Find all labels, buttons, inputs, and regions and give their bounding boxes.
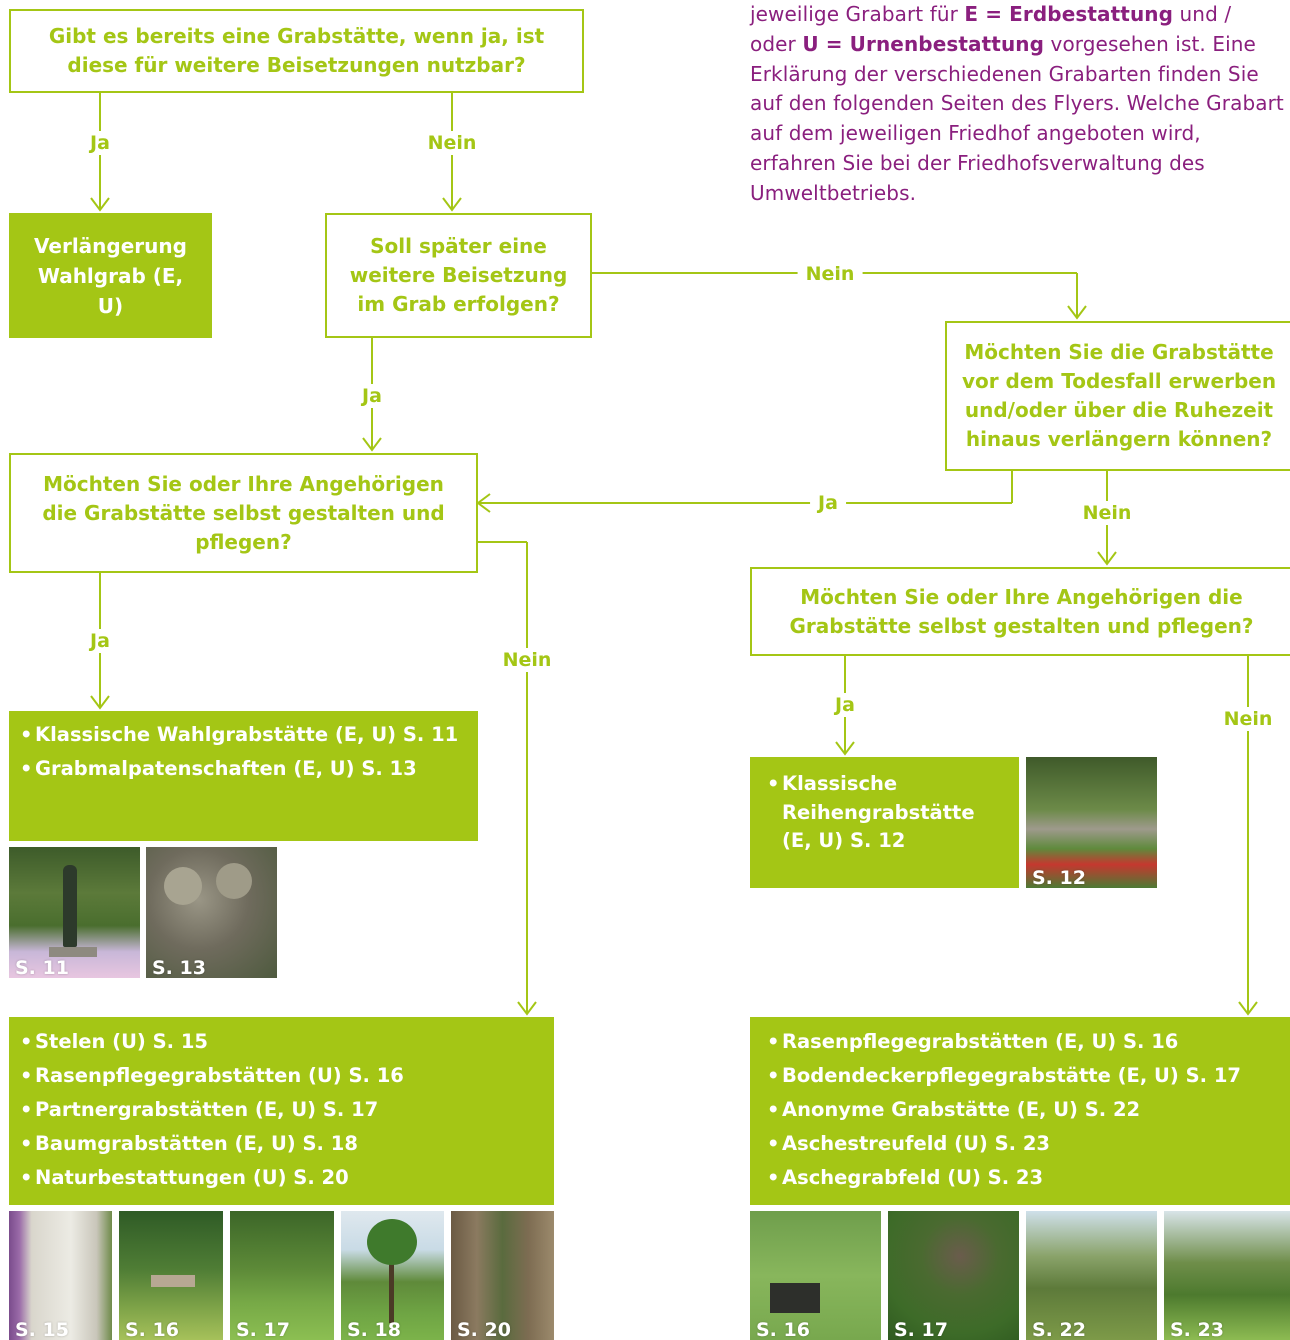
result-item: Aschegrabfeld (U) S. 23	[767, 1161, 1290, 1195]
photo-caption: S. 22	[1032, 1319, 1086, 1340]
label-ja-5: Ja	[827, 693, 863, 717]
result-item: Baumgrabstätten (E, U) S. 18	[20, 1127, 554, 1161]
label-ja-2: Ja	[354, 384, 390, 408]
photo-caption: S. 23	[1170, 1319, 1224, 1340]
result-reihengrab: Klassische Reihengrabstätte (E, U) S. 12	[750, 757, 1019, 888]
result-item: Klassische Reihengrabstätte (E, U) S. 12	[767, 770, 1002, 856]
question-acquire-before-death: Möchten Sie die Grabstätte vor dem Todes…	[945, 321, 1290, 471]
label-ja-1: Ja	[82, 131, 118, 155]
intro-rest: Erklärung der verschiedenen Grabarten fi…	[750, 61, 1284, 205]
question-maintain-right: Möchten Sie oder Ihre Angehörigen die Gr…	[750, 567, 1290, 656]
photo-row-right-3: S. 22	[1026, 1211, 1157, 1340]
label-ja-3: Ja	[810, 491, 846, 515]
photo-s13-caption: S. 13	[152, 957, 206, 978]
photo-s12-caption: S. 12	[1032, 867, 1086, 888]
photo-caption: S. 20	[457, 1319, 511, 1340]
photo-caption: S. 17	[894, 1319, 948, 1340]
question-maintain-left-text: Möchten Sie oder Ihre Angehörigen die Gr…	[42, 471, 445, 554]
intro-line2: oder	[750, 31, 803, 56]
label-nein-3: Nein	[1074, 501, 1140, 525]
photo-caption: S. 18	[347, 1319, 401, 1340]
result-item: Anonyme Grabstätte (E, U) S. 22	[767, 1093, 1290, 1127]
photo-caption: S. 17	[236, 1319, 290, 1340]
question-existing-grave: Gibt es bereits eine Grabstätte, wenn ja…	[9, 9, 584, 93]
photo-s11: S. 11	[9, 847, 140, 978]
intro-line2-end: vorgesehen ist. Eine	[1044, 31, 1256, 56]
intro-line1: jeweilige Grabart für	[750, 2, 965, 26]
intro-line1-end: und /	[1173, 2, 1232, 26]
photo-s11-caption: S. 11	[15, 957, 69, 978]
question-existing-grave-text: Gibt es bereits eine Grabstätte, wenn ja…	[48, 24, 545, 77]
result-item: Bodendeckerpflegegrabstätte (E, U) S. 17	[767, 1059, 1290, 1093]
result-item: Stelen (U) S. 15	[20, 1025, 554, 1059]
intro-erdbestattung: E = Erdbestattung	[964, 2, 1174, 26]
question-maintain-right-text: Möchten Sie oder Ihre Angehörigen die Gr…	[789, 584, 1254, 638]
photo-row-right-4: S. 23	[1164, 1211, 1290, 1340]
result-wahlgrab: Klassische Wahlgrabstätte (E, U) S. 11 G…	[9, 711, 478, 841]
photo-row-left-1: S. 15	[9, 1211, 112, 1340]
result-item: Aschestreufeld (U) S. 23	[767, 1127, 1290, 1161]
result-verlaengerung-text: Verlängerung Wahlgrab (E, U)	[34, 233, 187, 318]
result-stelen: Stelen (U) S. 15 Rasenpflegegrabstätten …	[9, 1017, 554, 1205]
question-acquire-before-death-text: Möchten Sie die Grabstätte vor dem Todes…	[961, 340, 1277, 451]
photo-s13: S. 13	[146, 847, 277, 978]
intro-urnenbestattung: U = Urnenbestattung	[802, 31, 1045, 56]
photo-s12: S. 12	[1026, 757, 1157, 888]
photo-caption: S. 16	[125, 1319, 179, 1340]
result-rasen: Rasenpflegegrabstätten (E, U) S. 16 Bode…	[750, 1017, 1290, 1205]
result-item: Rasenpflegegrabstätten (U) S. 16	[20, 1059, 554, 1093]
intro-text: jeweilige Grabart für E = Erdbestattung …	[750, 0, 1290, 209]
photo-row-right-1: S. 16	[750, 1211, 881, 1340]
question-further-burial: Soll später eine weitere Beisetzung im G…	[325, 213, 592, 338]
photo-caption: S. 15	[15, 1319, 69, 1340]
photo-row-right-2: S. 17	[888, 1211, 1019, 1340]
photo-row-left-4: S. 18	[341, 1211, 444, 1340]
label-nein-1: Nein	[419, 131, 485, 155]
result-item: Klassische Wahlgrabstätte (E, U) S. 11	[20, 718, 478, 752]
photo-row-left-2: S. 16	[119, 1211, 223, 1340]
question-maintain-left: Möchten Sie oder Ihre Angehörigen die Gr…	[9, 453, 478, 573]
label-ja-4: Ja	[82, 629, 118, 653]
photo-row-left-3: S. 17	[230, 1211, 334, 1340]
result-item: Grabmalpatenschaften (E, U) S. 13	[20, 752, 478, 786]
question-further-burial-text: Soll später eine weitere Beisetzung im G…	[349, 234, 568, 316]
label-nein-2: Nein	[797, 262, 863, 286]
result-verlaengerung: Verlängerung Wahlgrab (E, U)	[9, 213, 212, 338]
result-item: Naturbestattungen (U) S. 20	[20, 1161, 554, 1195]
photo-row-left-5: S. 20	[451, 1211, 554, 1340]
result-item: Partnergrabstätten (E, U) S. 17	[20, 1093, 554, 1127]
label-nein-5: Nein	[1215, 707, 1281, 731]
photo-caption: S. 16	[756, 1319, 810, 1340]
result-item: Rasenpflegegrabstätten (E, U) S. 16	[767, 1025, 1290, 1059]
label-nein-4: Nein	[494, 648, 560, 672]
